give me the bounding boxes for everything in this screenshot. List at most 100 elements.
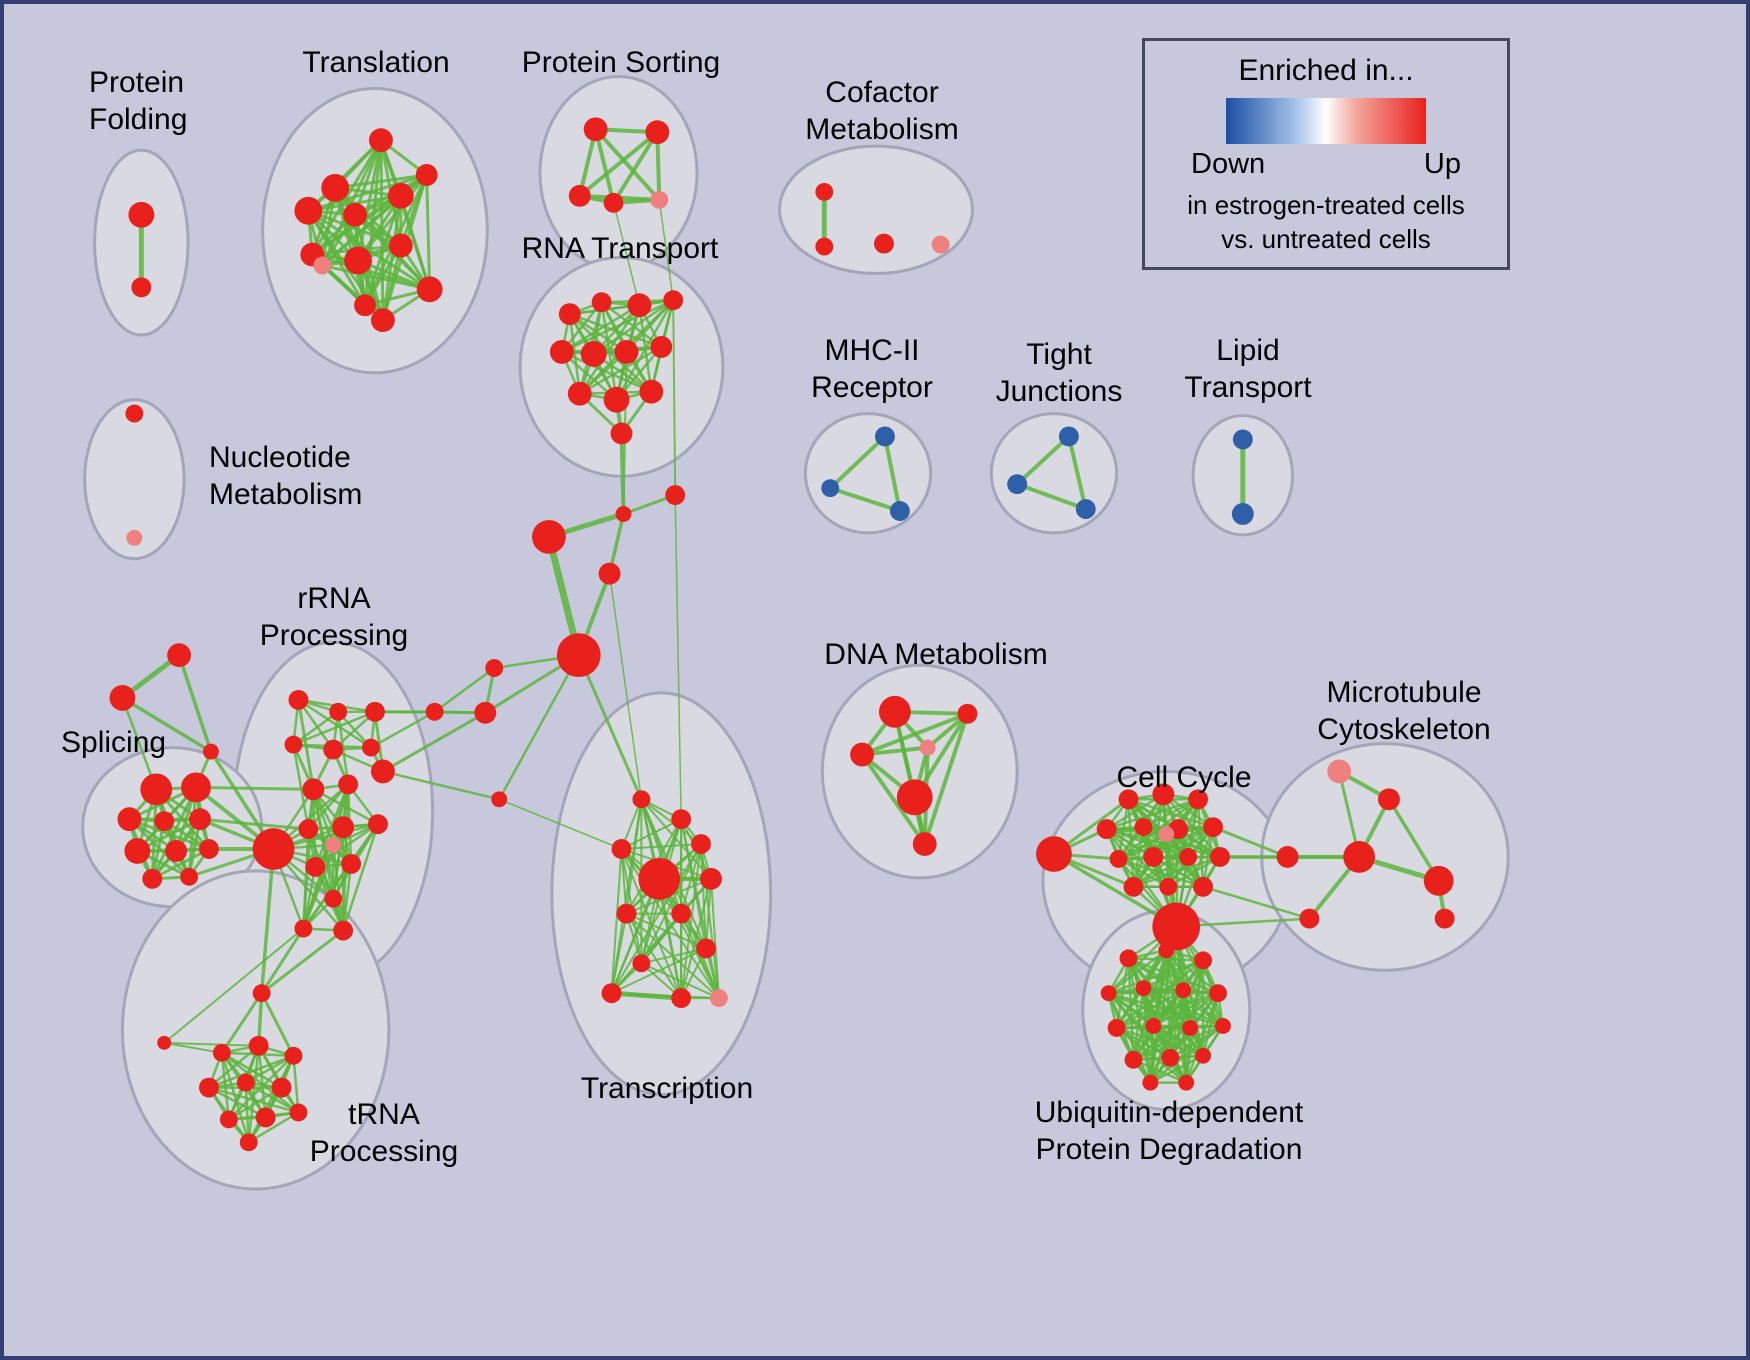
gene-set-node-red [199,839,219,859]
gene-set-node-red [202,743,219,760]
gene-set-node-red [284,735,303,754]
gene-set-node-red [368,814,388,835]
gene-set-node-red [154,811,175,832]
cluster-ellipse-tight-junctions [989,412,1119,535]
network-edge [244,1054,295,1084]
network-edge [578,345,663,395]
gene-set-node-red [614,340,639,364]
gene-set-node-red [610,422,633,445]
cluster-ellipse-protein-sorting [538,75,699,271]
gene-set-node-red [598,562,621,585]
gene-set-node-red [1214,1018,1231,1034]
network-edge [593,127,616,205]
network-edge [560,303,641,354]
gene-set-node-red [1152,783,1175,806]
gene-set-node-red [239,1133,258,1152]
network-edge [302,843,335,930]
gene-set-node-pink [931,235,950,254]
gene-set-node-red [1118,789,1139,810]
network-edge [163,1041,260,1047]
network-edge [640,962,720,1000]
gene-set-node-red [142,868,163,889]
gene-set-node-red [199,1077,219,1098]
network-edge [620,818,683,850]
gene-set-node-red [491,791,508,808]
gene-set-node-red [1036,836,1072,872]
network-edge [1132,855,1190,889]
gene-set-node-blue [821,479,840,498]
gene-set-node-red [305,856,326,877]
gene-set-node-red [124,838,151,864]
gene-set-node-red [1119,949,1138,968]
gene-set-node-red [165,840,188,862]
gene-set-node-red [663,290,684,311]
network-edge [341,862,353,932]
network-edge [220,1051,300,1114]
gene-set-node-red [850,742,875,767]
gene-set-node-red [1194,951,1213,970]
gene-set-node-red [415,164,438,186]
network-edge [620,843,703,850]
network-edge [610,843,703,995]
network-edge [709,877,720,1000]
network-edge [207,1086,300,1114]
network-edge [1132,1024,1225,1061]
network-edge [302,827,310,930]
gene-set-node-red [1109,849,1128,868]
network-edge [356,173,429,262]
gene-set-node-red [117,807,142,832]
network-edge [163,1041,223,1054]
gene-set-node-red [368,128,393,153]
network-edge [620,848,720,1000]
network-edge [1115,991,1220,1030]
gene-set-node-red [1378,788,1400,811]
gene-set-node-red [1142,1074,1159,1091]
gene-set-node-red [1188,789,1209,810]
network-edge [425,173,432,291]
gene-set-node-red [567,381,592,406]
gene-set-node-red [1143,847,1164,867]
gene-set-node-red [109,684,136,711]
network-edge [163,927,305,1044]
gene-set-node-red [167,643,192,668]
network-edge [1142,798,1200,829]
gene-set-node-red [1179,848,1198,866]
network-edge [247,1111,300,1144]
gene-set-node-red [878,695,911,728]
gene-set-node-red [815,182,834,201]
gene-set-node-red [1182,1019,1199,1036]
network-edge [680,877,712,1000]
network-edge [1142,959,1205,990]
network-edge [314,822,380,869]
gene-set-node-red [957,703,978,724]
network-edge [680,843,703,1000]
gene-set-node-red [212,1043,231,1062]
gene-set-node-red [289,1103,308,1122]
gene-set-node-red [1145,1018,1162,1034]
legend-caption: in estrogen-treated cells vs. untreated … [1187,190,1465,254]
network-edge [700,843,707,950]
network-edge [259,847,276,995]
gene-set-node-red [329,702,348,721]
gene-set-node-red [341,853,362,874]
gene-set-node-red [324,889,343,908]
gene-set-node-red [700,867,722,890]
network-edge [381,244,403,322]
gene-set-node-red [485,659,504,678]
network-edge [1152,991,1220,1028]
gene-set-node-red [1193,876,1213,897]
gene-set-node-red [189,808,211,831]
gene-set-node-red [815,237,834,256]
network-edge [658,199,674,301]
gene-set-node-red [474,701,497,724]
gene-set-node-pink [313,256,332,275]
network-edge [381,711,487,773]
gene-set-node-red [1434,908,1455,929]
network-edge [292,710,377,746]
gene-set-node-red [665,485,686,506]
legend-title: Enriched in... [1238,54,1414,87]
network-edge [1107,949,1168,995]
network-edge [828,486,902,513]
network-edge [560,350,653,393]
gene-set-node-red [1175,982,1192,999]
